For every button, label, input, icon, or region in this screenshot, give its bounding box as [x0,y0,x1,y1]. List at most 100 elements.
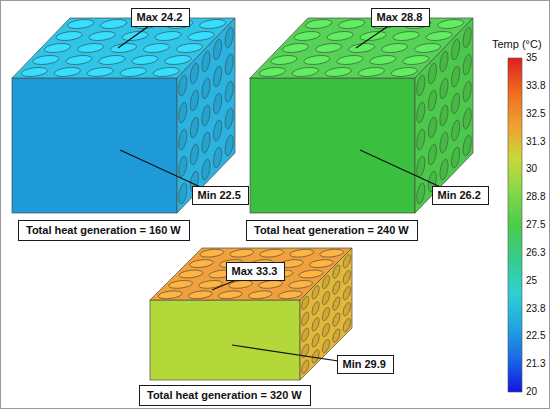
cell-hole [322,305,329,323]
cell-hole [302,310,309,328]
cell-hole [312,43,345,52]
box-text: Min 29.9 [343,358,386,371]
cell-hole [128,56,161,65]
colorbar-tick: 23.8 [526,303,545,315]
colorbar-tick: 33.8 [526,80,545,92]
cell-hole [185,291,215,299]
cell-hole [214,90,222,117]
cell-hole [366,56,399,65]
cell-hole [302,342,309,360]
cell-hole [95,56,128,65]
cell-hole [452,117,460,144]
cell-hole [417,126,425,153]
colorbar-tick: 20 [526,386,537,398]
cell-hole [186,260,216,268]
cell-hole [41,43,74,52]
cell-hole [428,141,436,168]
temperature-callout: Min 29.9 [337,355,394,374]
cell-hole [190,141,198,168]
cell-hole [107,43,140,52]
colorbar-tick: 30 [526,163,537,175]
cube-front-face [150,300,300,380]
cell-hole [463,105,471,132]
cell-hole [52,32,85,41]
cell-hole [179,72,187,99]
cell-hole [151,32,184,41]
cell-hole [463,24,471,51]
cell-hole [463,78,471,105]
cell-hole [452,144,460,171]
colorbar-tick: 27.5 [526,219,545,231]
battery-cube [250,18,473,213]
cell-hole [179,180,187,207]
cell-hole [302,294,309,312]
cell-hole [225,281,255,289]
cell-hole [173,43,206,52]
cell-hole [440,102,448,129]
cell-hole [29,56,62,65]
cell-hole [275,291,305,299]
cell-hole [428,87,436,114]
colorbar-tick: 35 [526,52,537,64]
cell-hole [195,281,225,289]
cell-hole [227,249,257,257]
cube-group [12,18,473,380]
cell-hole [389,32,422,41]
battery-cube [150,248,352,380]
cell-hole [428,60,436,87]
cell-hole [322,337,329,355]
cell-hole [97,19,130,28]
cell-hole [202,156,210,183]
cell-hole [343,252,350,270]
temperature-callout: Min 26.2 [432,186,489,205]
cell-hole [267,56,300,65]
cell-hole [333,326,340,344]
cell-hole [85,32,118,41]
cell-hole [343,268,350,286]
cell-hole [452,36,460,63]
temperature-callout: Max 24.2 [131,8,190,27]
box-text: Total heat generation = 320 W [147,389,302,402]
temperature-callout: Max 28.8 [371,8,430,27]
cell-hole [317,249,347,257]
cell-hole [388,68,421,77]
cell-hole [179,99,187,126]
cell-hole [155,291,185,299]
heat-total-box: Total heat generation = 320 W [139,385,311,406]
colorbar-tick: 28.8 [526,191,545,203]
cell-hole [150,68,183,77]
temperature-callout: Min 22.5 [192,186,249,205]
cell-hole [399,56,432,65]
cell-hole [312,331,319,349]
cell-hole [463,132,471,159]
cell-hole [245,291,275,299]
cell-hole [225,105,233,132]
cell-hole [285,281,315,289]
cell-hole [434,19,467,28]
box-text: Max 28.8 [377,11,423,24]
cell-hole [176,270,206,278]
cell-hole [333,294,340,312]
cell-hole [202,75,210,102]
cell-hole [306,260,336,268]
cell-hole [64,19,97,28]
cell-hole [202,48,210,75]
cell-hole [323,32,356,41]
cell-hole [179,153,187,180]
cell-hole [51,68,84,77]
color-bar [508,58,522,392]
cell-hole [440,129,448,156]
cell-hole [322,68,355,77]
cell-hole [440,156,448,183]
cube-front-face [250,78,415,213]
cell-hole [289,68,322,77]
cell-hole [161,56,194,65]
cell-hole [225,132,233,159]
cell-hole [279,43,312,52]
leader-group [118,18,460,365]
cell-hole [84,68,117,77]
cell-hole [302,326,309,344]
colorbar-tick: 31.3 [526,136,545,148]
